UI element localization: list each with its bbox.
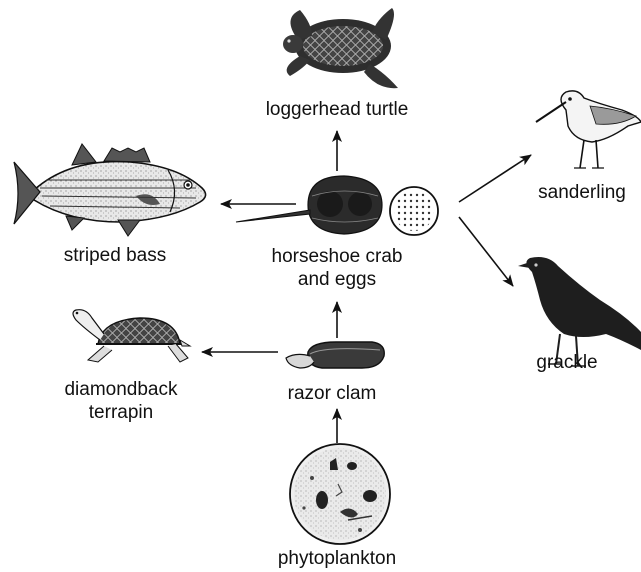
razor-clam-illustration	[286, 342, 384, 368]
arrow-horseshoe-crab-to-sanderling	[459, 155, 531, 202]
label-striped-bass: striped bass	[64, 244, 166, 267]
label-grackle: grackle	[536, 351, 597, 374]
loggerhead-turtle-illustration	[283, 8, 398, 88]
arrow-horseshoe-crab-to-grackle	[459, 217, 513, 286]
label-razor-clam: razor clam	[288, 382, 377, 405]
label-phytoplankton: phytoplankton	[278, 547, 396, 570]
label-horseshoe-crab-and-eggs: horseshoe crab and eggs	[272, 245, 403, 291]
label-sanderling: sanderling	[538, 181, 626, 204]
phytoplankton-illustration	[290, 444, 390, 544]
label-loggerhead-turtle: loggerhead turtle	[266, 98, 409, 121]
sanderling-illustration	[536, 91, 641, 168]
diamondback-terrapin-illustration	[73, 310, 190, 362]
grackle-illustration	[518, 257, 641, 366]
horseshoe-crab-eggs-illustration	[390, 187, 438, 235]
horseshoe-crab-illustration	[236, 176, 382, 234]
striped-bass-illustration	[14, 144, 206, 236]
label-diamondback-terrapin: diamondback terrapin	[64, 378, 177, 424]
